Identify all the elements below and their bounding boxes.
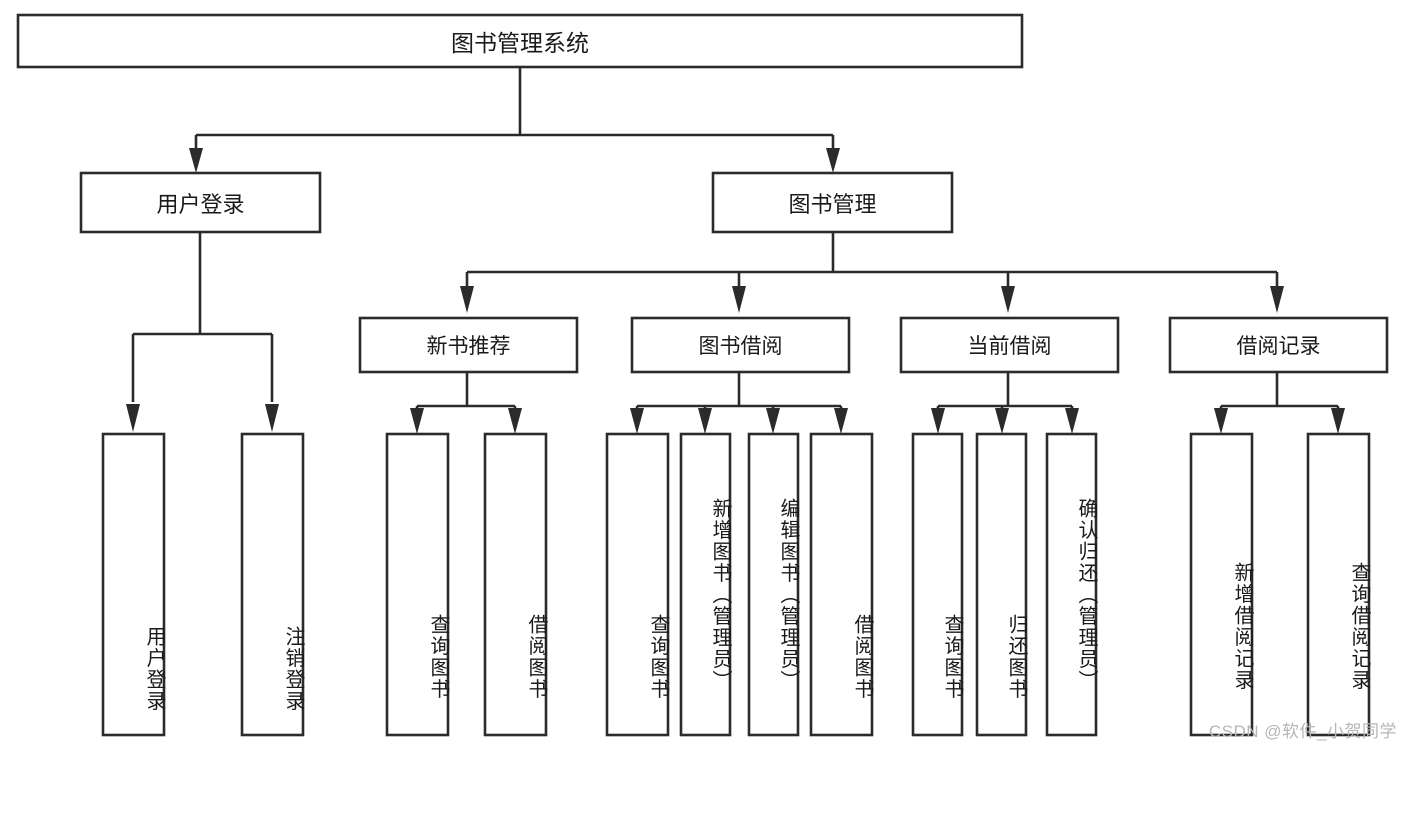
arrowhead-to-leaf-borrow-book-2 [834, 408, 848, 434]
arrowhead-to-new-book-recommend [460, 286, 474, 313]
node-box-borrow-record[interactable] [1168, 316, 1389, 374]
arrowhead-to-leaf-query-book-3 [931, 408, 945, 434]
arrowhead-to-leaf-borrow-book-1 [508, 408, 522, 434]
node-box-leaf-confirm-return[interactable] [1045, 432, 1098, 737]
arrowhead-to-leaf-user-login [126, 404, 140, 432]
arrowhead-to-leaf-query-book-2 [630, 408, 644, 434]
edges-current-borrow-to-leaves [931, 372, 1079, 434]
edges-new-book-recommend-to-leaves [410, 372, 522, 434]
node-box-leaf-query-record[interactable] [1306, 432, 1371, 737]
arrowhead-to-leaf-confirm-return [1065, 408, 1079, 434]
arrowhead-to-borrow-record [1270, 286, 1284, 313]
node-box-leaf-add-record[interactable] [1189, 432, 1254, 737]
node-box-leaf-edit-book[interactable] [747, 432, 800, 737]
arrowhead-to-leaf-query-book-1 [410, 408, 424, 434]
edges-borrow-record-to-leaves [1214, 372, 1345, 434]
arrowhead-to-leaf-query-record [1331, 408, 1345, 434]
node-box-new-book-recommend[interactable] [358, 316, 579, 374]
edges-book-manage-to-level3 [460, 232, 1284, 313]
arrowhead-to-leaf-add-record [1214, 408, 1228, 434]
node-box-leaf-return-book[interactable] [975, 432, 1028, 737]
node-box-root[interactable] [16, 13, 1024, 69]
diagram-canvas [16, 13, 1389, 737]
node-box-leaf-user-login[interactable] [101, 432, 166, 737]
flowchart-diagram: 图书管理系统 用户登录 图书管理 新书推荐 图书借阅 当前借阅 借阅记录 用户登… [16, 13, 1397, 741]
arrowhead-to-leaf-logout-login [265, 404, 279, 432]
arrowhead-to-leaf-add-book [698, 408, 712, 434]
arrowhead-to-leaf-edit-book [766, 408, 780, 434]
edges-root-to-level2 [189, 67, 840, 173]
node-box-current-borrow[interactable] [899, 316, 1120, 374]
node-box-book-manage[interactable] [711, 171, 954, 234]
node-box-leaf-add-book[interactable] [679, 432, 732, 737]
arrowhead-root-to-user-login [189, 148, 203, 173]
node-box-leaf-query-book-3[interactable] [911, 432, 964, 737]
watermark-text: CSDN @软件_小贺同学 [1208, 722, 1397, 741]
arrowhead-to-book-borrow [732, 286, 746, 313]
node-box-book-borrow[interactable] [630, 316, 851, 374]
node-box-user-login[interactable] [79, 171, 322, 234]
node-box-leaf-query-book-1[interactable] [385, 432, 450, 737]
arrowhead-to-current-borrow [1001, 286, 1015, 313]
arrowhead-to-leaf-return-book [995, 408, 1009, 434]
node-box-leaf-borrow-book-1[interactable] [483, 432, 548, 737]
edges-book-borrow-to-leaves [630, 372, 848, 434]
arrowhead-root-to-book-manage [826, 148, 840, 173]
node-box-leaf-borrow-book-2[interactable] [809, 432, 874, 737]
edges-user-login-to-leaves [126, 232, 279, 432]
node-box-leaf-query-book-2[interactable] [605, 432, 670, 737]
node-box-leaf-logout-login[interactable] [240, 432, 305, 737]
